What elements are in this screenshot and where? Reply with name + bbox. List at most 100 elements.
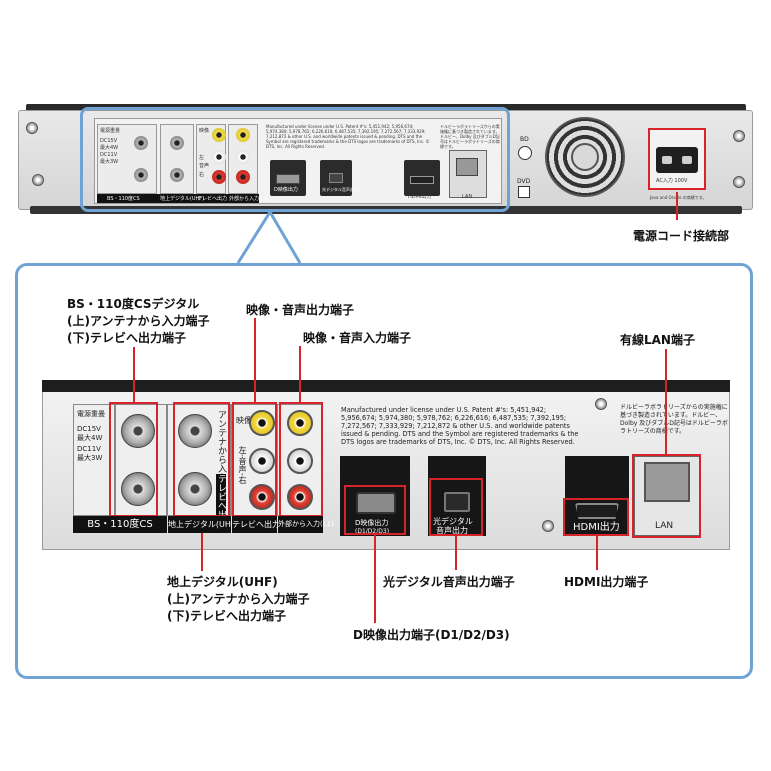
zoomed-top-rail bbox=[42, 380, 730, 392]
screw-icon bbox=[595, 398, 607, 410]
hdmi-callout: HDMI出力端子 bbox=[564, 575, 649, 589]
video-label: 映像 bbox=[199, 128, 210, 134]
d-out-label: D映像出力 bbox=[355, 519, 389, 527]
power-label-cell bbox=[73, 404, 115, 516]
lan-label: LAN bbox=[655, 521, 674, 531]
power-label: DC15V bbox=[77, 425, 101, 433]
screw-icon bbox=[733, 176, 745, 188]
bs-cs-callout-line bbox=[133, 347, 135, 403]
audio-left-label: 左 bbox=[199, 155, 205, 161]
av-in-callout: 映像・音声入力端子 bbox=[303, 331, 412, 345]
uhf-tv-out-jack bbox=[178, 472, 212, 506]
bs-antenna-in-jack bbox=[134, 136, 148, 150]
patent-text: Manufactured under license under U.S. Pa… bbox=[266, 124, 430, 149]
video-in-rca bbox=[287, 410, 313, 436]
av-in-callout-line bbox=[299, 346, 301, 403]
zoom-source-frame bbox=[80, 107, 510, 212]
hdmi-port bbox=[410, 176, 434, 184]
lan-port bbox=[644, 462, 690, 502]
terrestrial-callout-line2: (上)アンテナから入力端子 bbox=[167, 592, 310, 606]
optical-port bbox=[329, 173, 343, 183]
tv-out-label: テレビへ出力 bbox=[197, 196, 228, 202]
lan-callout-line bbox=[665, 349, 667, 455]
av-out-callout: 映像・音声出力端子 bbox=[246, 303, 355, 317]
audio-r-in-rca bbox=[287, 484, 313, 510]
power-cord-callout: 電源コード接続部 bbox=[633, 229, 730, 243]
d-out-port bbox=[356, 492, 396, 514]
ac-label: AC入力 100V bbox=[656, 178, 688, 184]
label-strip bbox=[97, 194, 259, 203]
terrestrial-callout-line bbox=[201, 517, 203, 571]
hdmi-label: HDMI出力 bbox=[408, 194, 432, 200]
video-out-rca bbox=[249, 410, 275, 436]
hdmi-highlight bbox=[563, 498, 629, 536]
power-label-box bbox=[97, 124, 157, 194]
dolby-text: ドルビーラボラトリーズからの実施権に基づき製造されています。ドルビー、Dolby… bbox=[620, 404, 728, 435]
optical-label-line2: 音声出力 bbox=[436, 526, 468, 535]
bs-tv-out-jack bbox=[121, 472, 155, 506]
audio-right-label: 右 bbox=[199, 172, 205, 178]
screw-icon bbox=[733, 130, 745, 142]
optical-highlight bbox=[429, 478, 483, 536]
bs-cs-highlight bbox=[109, 402, 158, 517]
uhf-antenna-in-jack bbox=[178, 414, 212, 448]
av-out-highlight bbox=[232, 402, 277, 517]
optical-label-line1: 光デジタル bbox=[433, 517, 473, 526]
screw-icon bbox=[32, 174, 44, 186]
bd-label: BD bbox=[520, 136, 529, 143]
power-label: DC11V bbox=[100, 152, 118, 158]
patent-text: Manufactured under license under U.S. Pa… bbox=[341, 406, 579, 446]
terrestrial-box bbox=[160, 124, 194, 194]
dolby-text: ドルビーラボラトリーズからの実施権に基づき製造されています。ドルビー、Dolby… bbox=[440, 124, 500, 149]
lan-callout: 有線LAN端子 bbox=[620, 333, 695, 347]
power-label: 電源重畳 bbox=[77, 410, 105, 418]
tv-out-label: テレビへ出力 bbox=[232, 516, 280, 533]
screw-icon bbox=[26, 122, 38, 134]
power-label: 最大4W bbox=[100, 145, 119, 151]
audio-vertical-label: 左-音声-右 bbox=[238, 446, 247, 484]
d-out-port bbox=[276, 174, 300, 184]
optical-callout: 光デジタル音声出力端子 bbox=[383, 575, 515, 589]
d-out-label: D映像出力 bbox=[274, 187, 298, 193]
bs-cs-callout-line3: (下)テレビへ出力端子 bbox=[67, 331, 186, 345]
uhf-antenna-in-jack bbox=[170, 136, 184, 150]
power-callout-line bbox=[676, 192, 678, 220]
d-out-callout-line bbox=[374, 535, 376, 623]
ext-in-label: 外部から入力(L1) bbox=[229, 196, 269, 202]
dvd-label: DVD bbox=[517, 178, 531, 185]
bs-tv-out-jack bbox=[134, 168, 148, 182]
power-label: DC15V bbox=[100, 138, 118, 144]
av-out-callout-line bbox=[254, 318, 256, 403]
bs-label: BS・110度CS bbox=[107, 196, 140, 202]
optical-callout-line bbox=[455, 536, 457, 570]
bs-cs-callout-line2: (上)アンテナから入力端子 bbox=[67, 314, 210, 328]
power-label: DC11V bbox=[77, 445, 101, 453]
audio-l-in-rca bbox=[236, 150, 250, 164]
java-label: Java and Oracle の商標です。 bbox=[650, 195, 707, 200]
hdmi-label: HDMI出力 bbox=[573, 522, 620, 533]
uhf-tv-out-jack bbox=[170, 168, 184, 182]
lan-highlight bbox=[632, 454, 701, 538]
d-out-sub-label: (D1/D2/D3) bbox=[355, 528, 390, 535]
dvd-logo-icon bbox=[518, 186, 530, 198]
bs-label: BS・110度CS bbox=[73, 516, 167, 533]
audio-r-in-rca bbox=[236, 170, 250, 184]
optical-port bbox=[444, 492, 470, 512]
power-label: 最大3W bbox=[77, 454, 103, 462]
audio-r-out-rca bbox=[249, 484, 275, 510]
audio-l-in-rca bbox=[287, 448, 313, 474]
terrestrial-label: 地上デジタル(UHF) bbox=[160, 196, 205, 202]
ac-pin-icon bbox=[682, 156, 692, 164]
video-out-rca bbox=[212, 128, 226, 142]
ac-pin-icon bbox=[662, 156, 672, 164]
power-label: 最大3W bbox=[100, 159, 119, 165]
power-label: 最大4W bbox=[77, 434, 103, 442]
antenna-in-vertical-label: アンテナから入力 bbox=[216, 410, 226, 482]
video-label: 映像 bbox=[236, 416, 252, 425]
terrestrial-highlight bbox=[173, 402, 230, 517]
audio-label: 音声 bbox=[199, 163, 210, 169]
lan-label: LAN bbox=[462, 194, 473, 200]
cooling-fan-hub bbox=[571, 143, 599, 171]
terrestrial-label: 地上デジタル(UHF) bbox=[168, 516, 239, 533]
